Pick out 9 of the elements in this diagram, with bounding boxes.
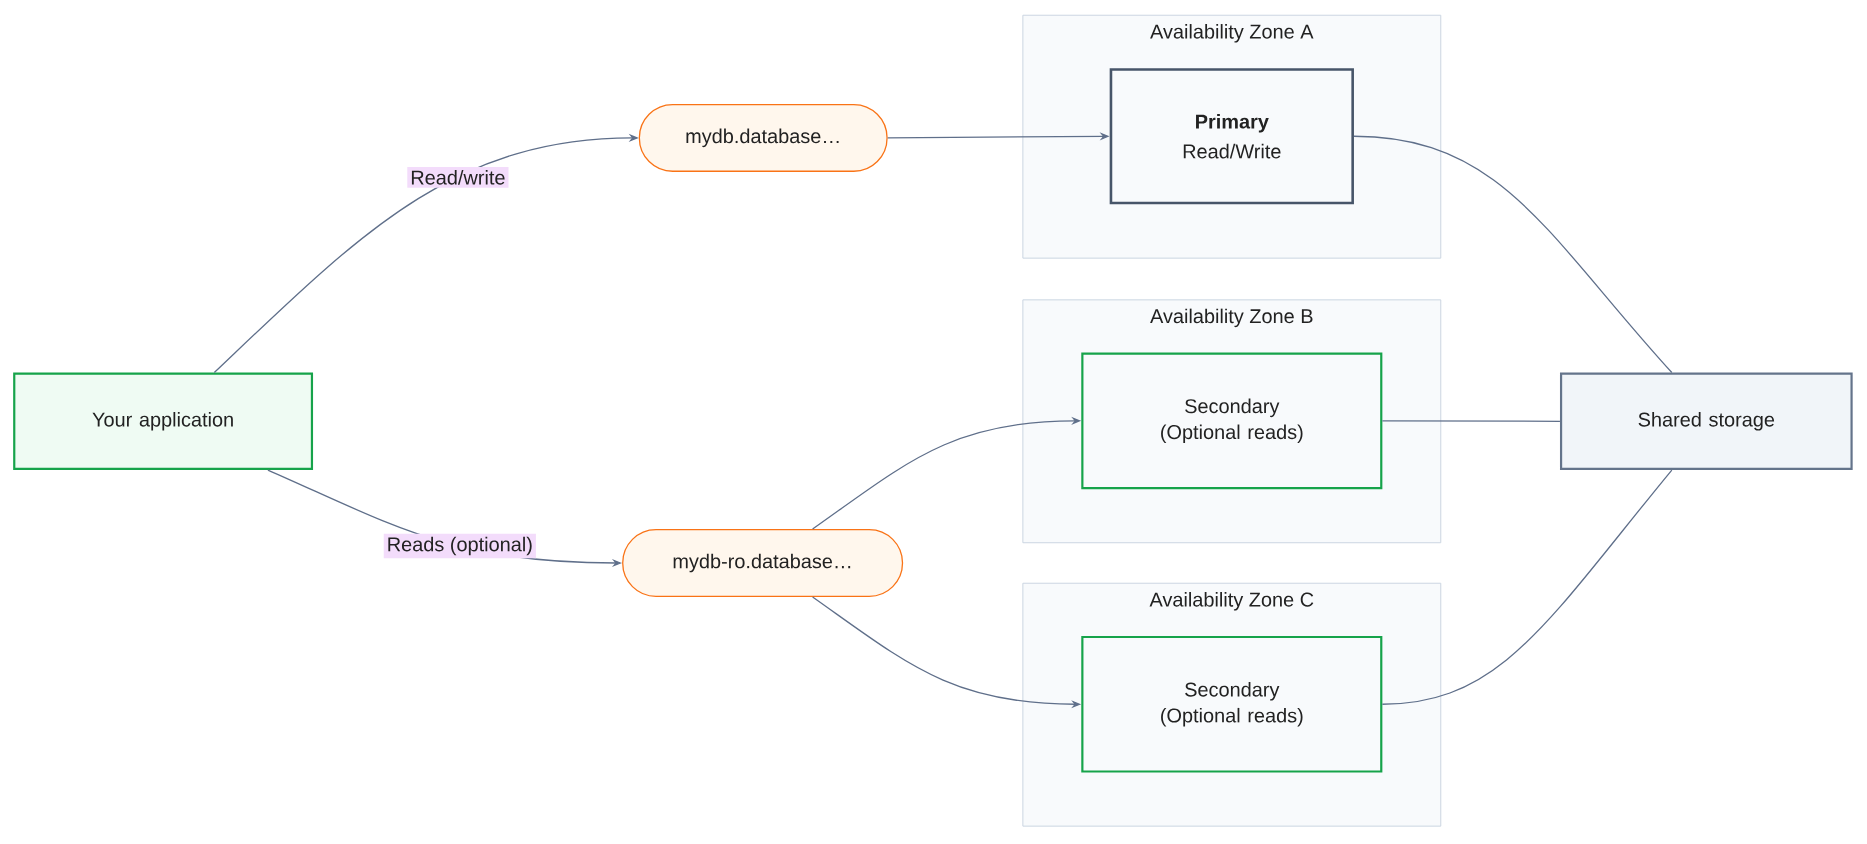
edge-label: Reads (optional) (383, 533, 536, 559)
storage-box: Shared storage (1559, 372, 1853, 471)
edge-label: Read/write (407, 167, 509, 188)
endpoint-pill: mydb.database… (638, 103, 888, 172)
instance-box: Secondary (Optional reads) (1081, 635, 1383, 773)
instance-box: Primary Read/Write (1109, 68, 1354, 205)
endpoint-pill: mydb-ro.database… (622, 529, 904, 597)
instance-box: Secondary (Optional reads) (1081, 352, 1383, 490)
application-box: Your application (13, 372, 314, 471)
